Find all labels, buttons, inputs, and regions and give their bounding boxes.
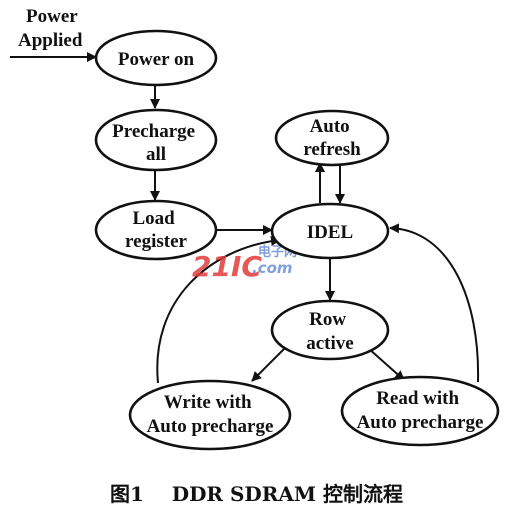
node-idel: IDEL xyxy=(270,202,390,260)
watermark: 21IC 电子网 .com xyxy=(192,244,297,283)
svg-text:Power on: Power on xyxy=(118,49,195,70)
node-precharge-all: Precharge all xyxy=(94,108,218,172)
flow-diagram: Power Applied 21IC 电子网 .com Power on Pre… xyxy=(10,6,500,451)
node-load-register: Load register xyxy=(94,199,218,261)
edge-write-idel xyxy=(156,236,281,384)
svg-text:Write with Auto precharg: Write with Auto precharge xyxy=(147,392,274,437)
svg-text:Auto refresh: Auto refresh xyxy=(303,116,361,160)
node-write-auto-precharge: Write with Auto precharge xyxy=(128,379,292,451)
edge-read-idel xyxy=(389,223,480,383)
svg-text:Precharge all: Precharge all xyxy=(112,121,200,165)
node-power-on: Power on xyxy=(94,29,218,87)
svg-text:Load register: Load register xyxy=(125,208,187,252)
power-applied-label: Power Applied xyxy=(18,6,83,51)
svg-text:Read with Auto precharge: Read with Auto precharge xyxy=(357,388,484,433)
svg-text:Row active: Row active xyxy=(306,309,353,354)
watermark-sub2: .com xyxy=(252,259,293,277)
watermark-text: 21IC xyxy=(192,250,262,283)
edge-row-read xyxy=(367,347,405,381)
node-row-active: Row active xyxy=(270,299,390,361)
node-auto-refresh: Auto refresh xyxy=(274,109,390,167)
node-read-auto-precharge: Read with Auto precharge xyxy=(340,375,500,447)
figure-caption: 图1 DDR SDRAM 控制流程 xyxy=(109,482,404,506)
svg-text:IDEL: IDEL xyxy=(307,222,353,243)
edges xyxy=(10,52,480,384)
edge-row-write xyxy=(251,347,286,382)
